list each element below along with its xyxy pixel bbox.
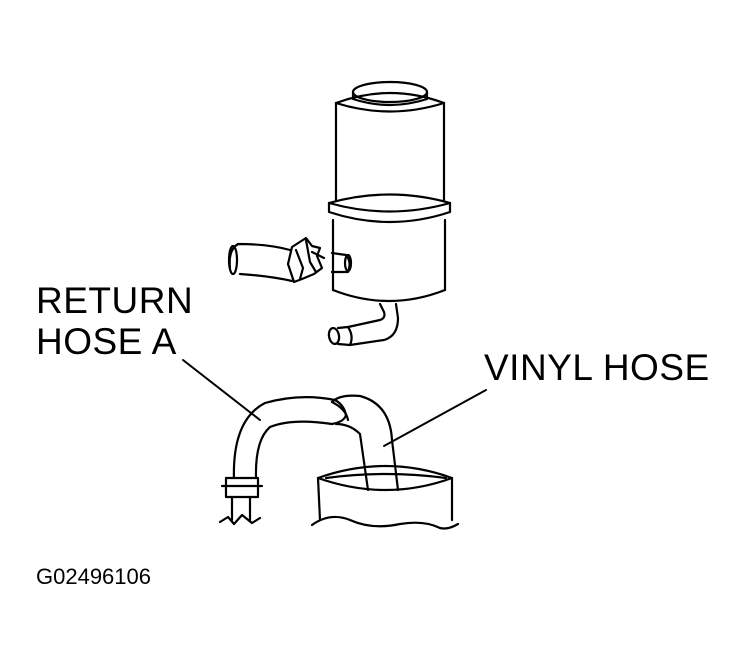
figure-id-label: G02496106 (36, 564, 151, 589)
leader-lines (182, 359, 487, 447)
vinyl-hose-label: VINYL HOSE (484, 347, 710, 388)
return-hose-label-line1: RETURN (36, 280, 194, 321)
return-hose-leader-line (182, 359, 261, 421)
return-hose-icon (218, 396, 348, 526)
vinyl-hose-leader-line (383, 389, 487, 447)
container-icon (310, 464, 460, 530)
return-hose-label-line2: HOSE A (36, 321, 177, 362)
power-steering-reservoir-icon (227, 80, 452, 347)
vinyl-hose-icon (330, 394, 400, 492)
